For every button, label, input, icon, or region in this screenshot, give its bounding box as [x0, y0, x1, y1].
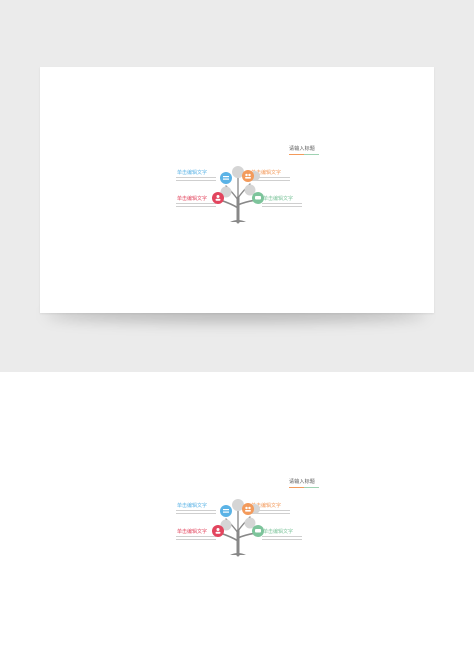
- slide-title: 请输入标题: [289, 478, 319, 488]
- item-label-green: 单击编辑文字: [263, 196, 294, 202]
- tree-diagram: [212, 166, 264, 224]
- layers-icon: [220, 505, 232, 517]
- slide-title-text: 请输入标题: [289, 479, 316, 485]
- slide-preview-top: 请输入标题 单击编辑文字 单击编辑文字 单击编辑文字 单击编辑文字: [40, 67, 434, 313]
- tree-leaf: [232, 166, 244, 178]
- layers-icon: [220, 172, 232, 184]
- slide-title: 请输入标题: [289, 145, 319, 155]
- tree-leaf: [244, 184, 256, 196]
- title-underline: [289, 487, 319, 488]
- slide-title-text: 请输入标题: [289, 146, 316, 152]
- tree-leaf: [220, 186, 232, 198]
- tree-leaf: [232, 499, 244, 511]
- item-label-red: 单击编辑文字: [177, 529, 208, 535]
- people-icon: [242, 170, 254, 182]
- item-label-green: 单击编辑文字: [263, 529, 294, 535]
- item-desc-red: [176, 536, 216, 542]
- people-icon: [242, 503, 254, 515]
- item-desc-green: [262, 203, 302, 209]
- item-label-orange: 单击编辑文字: [251, 170, 282, 176]
- item-label-red: 单击编辑文字: [177, 196, 208, 202]
- tree-leaf: [220, 519, 232, 531]
- item-desc-orange: [250, 177, 290, 183]
- tree-diagram: [212, 499, 264, 557]
- item-desc-red: [176, 203, 216, 209]
- item-desc-orange: [250, 510, 290, 516]
- tree-leaf: [244, 517, 256, 529]
- slide-preview-bottom: 请输入标题 单击编辑文字 单击编辑文字 单击编辑文字 单击编辑文字: [40, 400, 434, 646]
- item-label-blue: 单击编辑文字: [177, 503, 208, 509]
- item-desc-green: [262, 536, 302, 542]
- item-desc-blue: [176, 510, 216, 516]
- item-desc-blue: [176, 177, 216, 183]
- item-label-orange: 单击编辑文字: [251, 503, 282, 509]
- title-underline: [289, 154, 319, 155]
- item-label-blue: 单击编辑文字: [177, 170, 208, 176]
